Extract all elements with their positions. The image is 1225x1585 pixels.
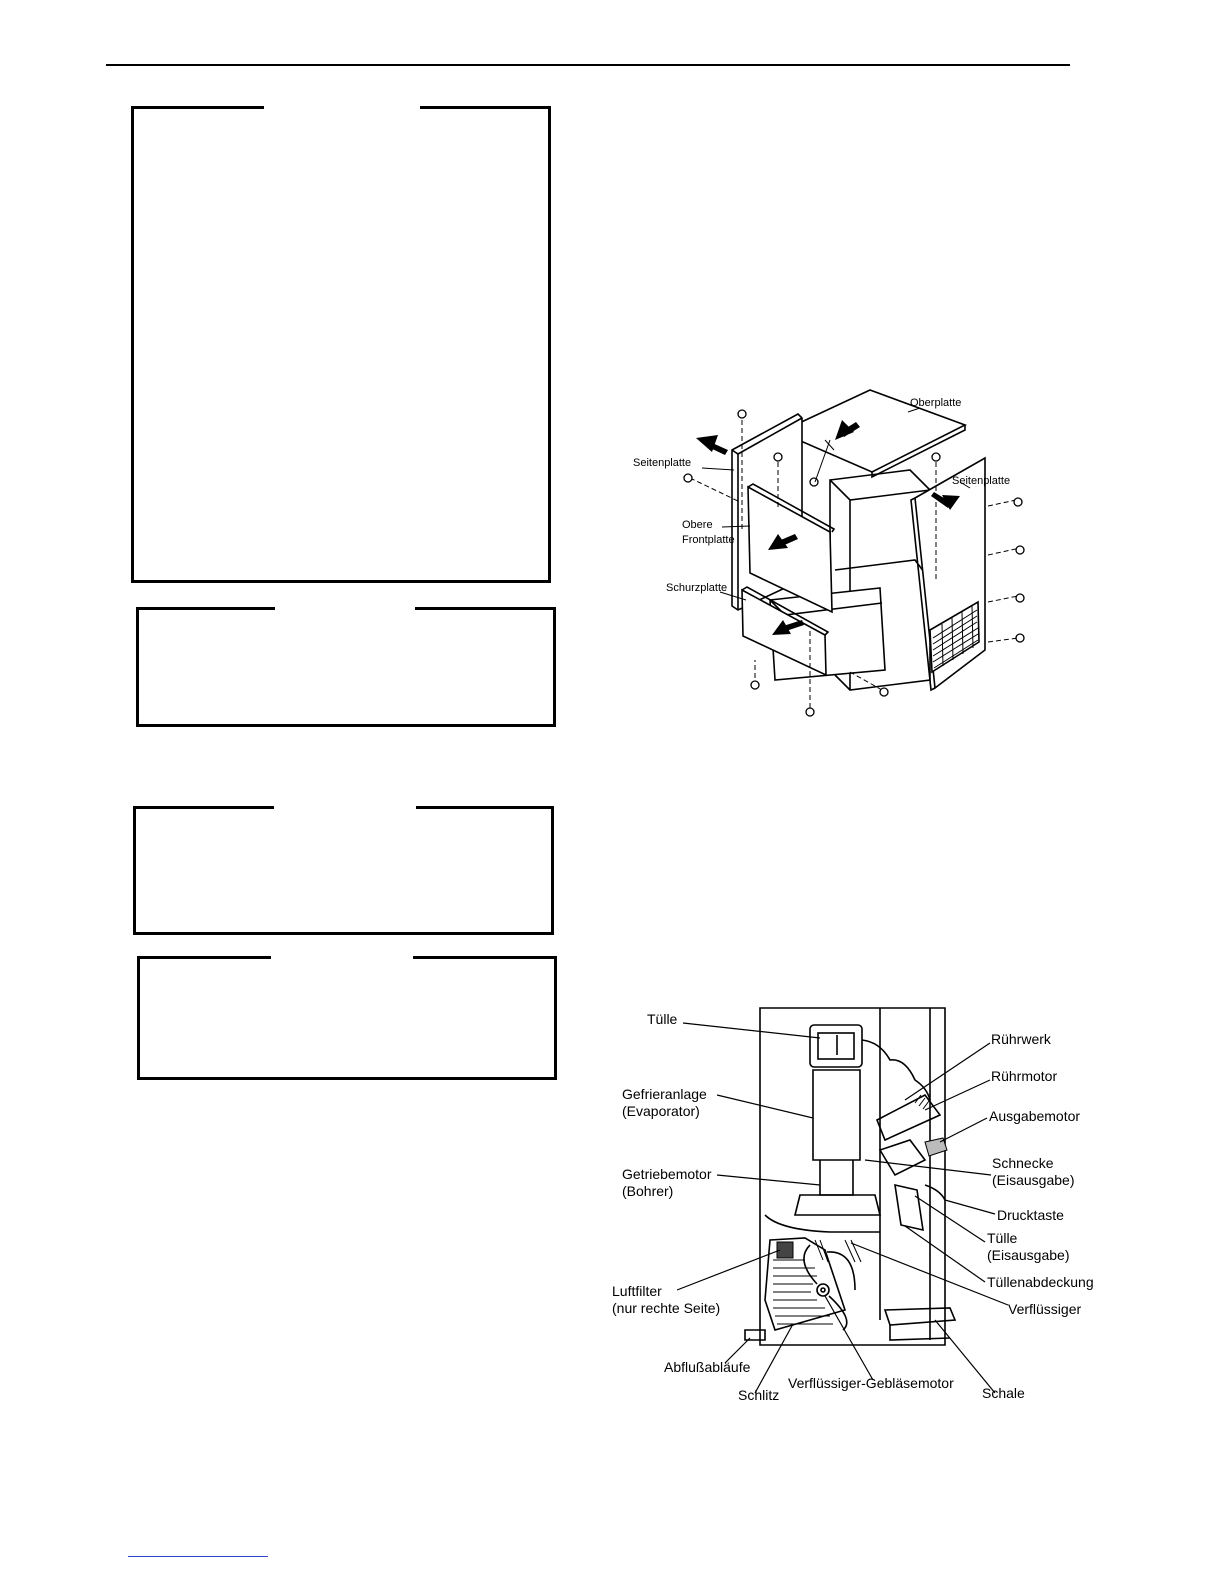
label-bohrer: (Bohrer) xyxy=(622,1183,673,1199)
label-geblaesemotor: Verflüssiger-Gebläsemotor xyxy=(788,1375,954,1391)
note-box-2 xyxy=(137,956,557,1080)
label-schlitz: Schlitz xyxy=(738,1387,779,1403)
leader-getriebemotor xyxy=(716,1174,821,1186)
warning-box-2 xyxy=(133,806,554,935)
label-getriebemotor: Getriebemotor xyxy=(622,1166,712,1182)
label-evaporator: (Evaporator) xyxy=(622,1103,700,1119)
header-rule xyxy=(106,64,1070,66)
label-drucktaste: Drucktaste xyxy=(997,1207,1064,1223)
leader-luftfilter xyxy=(676,1249,781,1291)
label-luftfilter: Luftfilter xyxy=(612,1283,662,1299)
leader-tuellenabdeckung xyxy=(904,1225,986,1283)
leader-drucktaste xyxy=(944,1199,996,1215)
label-seitenplatte-left: Seitenplatte xyxy=(633,457,691,469)
tray-icon xyxy=(883,1307,957,1326)
label-verfluessiger: Verflüssiger xyxy=(1008,1301,1081,1317)
label-schnecke-eisausgabe: (Eisausgabe) xyxy=(992,1172,1075,1188)
label-schurzplatte: Schurzplatte xyxy=(666,582,727,594)
leader-ausgabemotor xyxy=(939,1117,988,1143)
leader-verfluessiger xyxy=(850,1242,1009,1306)
label-frontplatte: Frontplatte xyxy=(682,534,735,546)
label-gefrieranlage: Gefrieranlage xyxy=(622,1086,707,1102)
leader-ruehrmotor xyxy=(924,1079,991,1111)
leader-geblaesemotor xyxy=(824,1295,874,1381)
fan-motor-icon xyxy=(816,1283,830,1297)
label-tuellenabdeckung: Tüllenabdeckung xyxy=(987,1274,1094,1290)
arrow-icons xyxy=(696,420,960,635)
warning-box-1 xyxy=(131,106,551,583)
label-tuelle-eisausgabe: (Eisausgabe) xyxy=(987,1247,1070,1263)
leader-gefrieranlage xyxy=(716,1094,814,1119)
cabinet-outline xyxy=(759,1007,946,1346)
label-abflussablaeufe: Abflußabläufe xyxy=(664,1359,751,1375)
upper-front-plate xyxy=(747,485,833,614)
label-schale: Schale xyxy=(982,1385,1025,1401)
label-seitenplatte-right: Seitenplatte xyxy=(952,475,1010,487)
leader-schnecke xyxy=(864,1159,992,1176)
components-diagram: Tülle Gefrieranlage (Evaporator) Getrieb… xyxy=(612,1007,1094,1403)
label-tuelle-right: Tülle xyxy=(987,1230,1018,1246)
leader-schlitz xyxy=(754,1323,794,1394)
note-box-1 xyxy=(136,607,556,727)
label-schnecke: Schnecke xyxy=(992,1155,1054,1171)
leader-ruehrwerk xyxy=(904,1042,991,1101)
label-oberplatte: Oberplatte xyxy=(910,397,961,409)
leader-tuelle-right xyxy=(914,1195,986,1243)
arrow-top-icon xyxy=(835,420,860,440)
label-ausgabemotor: Ausgabemotor xyxy=(989,1108,1080,1124)
arrow-front-icon xyxy=(768,534,798,550)
leader-abfluss xyxy=(724,1337,751,1364)
panel-removal-diagram: Oberplatte Seitenplatte Seitenplatte Obe… xyxy=(633,389,1025,717)
label-tuelle-top: Tülle xyxy=(647,1011,678,1027)
arrow-left-icon xyxy=(696,435,728,455)
footer-link-underline[interactable] xyxy=(128,1556,268,1557)
leader-tuelle-top xyxy=(682,1022,821,1039)
leader-schale xyxy=(934,1319,996,1394)
label-ruehrmotor: Rührmotor xyxy=(991,1068,1057,1084)
arrow-apron-icon xyxy=(772,620,804,635)
label-nur-rechte-seite: (nur rechte Seite) xyxy=(612,1300,720,1316)
label-ruehrwerk: Rührwerk xyxy=(991,1031,1052,1047)
screw-icons xyxy=(683,409,1025,717)
spout-icon xyxy=(809,1024,863,1068)
arrow-right-icon xyxy=(931,492,960,510)
label-obere: Obere xyxy=(682,519,713,531)
